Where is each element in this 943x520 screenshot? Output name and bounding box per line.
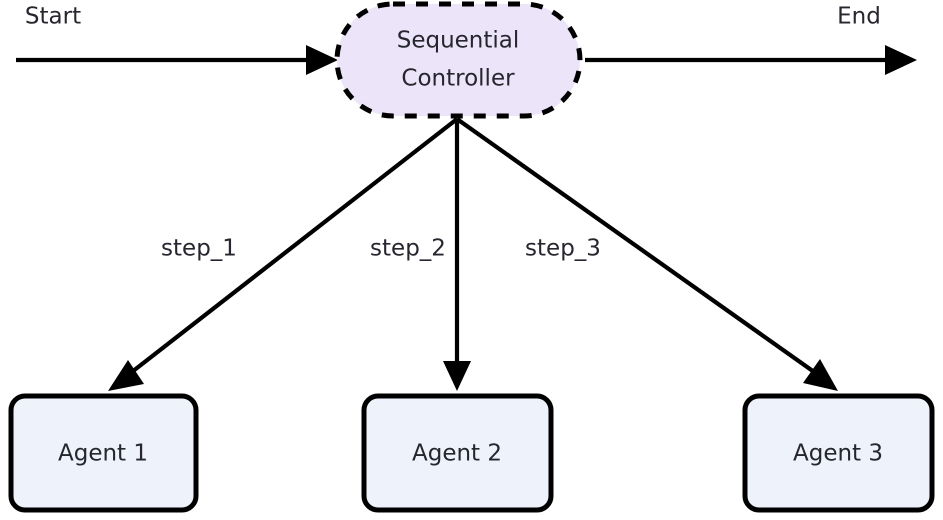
agent-1-shape[interactable] [8,393,199,513]
node-agent-1[interactable]: Agent 1 [8,393,199,513]
edge-controller-to-agent-3 [455,117,838,391]
step-3-edge-arrowhead [803,359,838,391]
controller-label-line-2: Controller [401,66,515,92]
edge-controller-to-agent-1 [108,117,459,391]
agent-3-label: Agent 3 [793,441,883,467]
end-label: End [837,4,881,30]
controller-label-line-1: Sequential [397,28,520,54]
edge-start-to-controller [16,45,338,75]
agent-1-label: Agent 1 [58,441,148,467]
edge-controller-to-end [585,45,917,75]
edge-controller-to-agent-2 [443,119,471,391]
edge-label-step-2: step_2 [370,236,446,262]
agent-2-label: Agent 2 [412,441,502,467]
start-edge-arrowhead [306,45,338,75]
node-agent-2[interactable]: Agent 2 [361,393,554,513]
controller-shape[interactable] [334,1,583,119]
node-sequential-controller[interactable]: Sequential Controller [334,1,583,119]
step-1-edge-arrowhead [108,360,144,391]
step-2-edge-arrowhead [443,361,471,391]
step-3-edge-line [455,117,819,376]
agent-3-shape[interactable] [742,393,935,513]
edge-label-step-1: step_1 [161,236,237,262]
node-agent-3[interactable]: Agent 3 [742,393,935,513]
end-edge-arrowhead [885,45,917,75]
agent-2-shape[interactable] [361,393,554,513]
edge-label-step-3: step_3 [525,236,601,262]
start-label: Start [25,4,81,30]
step-1-edge-line [126,117,459,377]
